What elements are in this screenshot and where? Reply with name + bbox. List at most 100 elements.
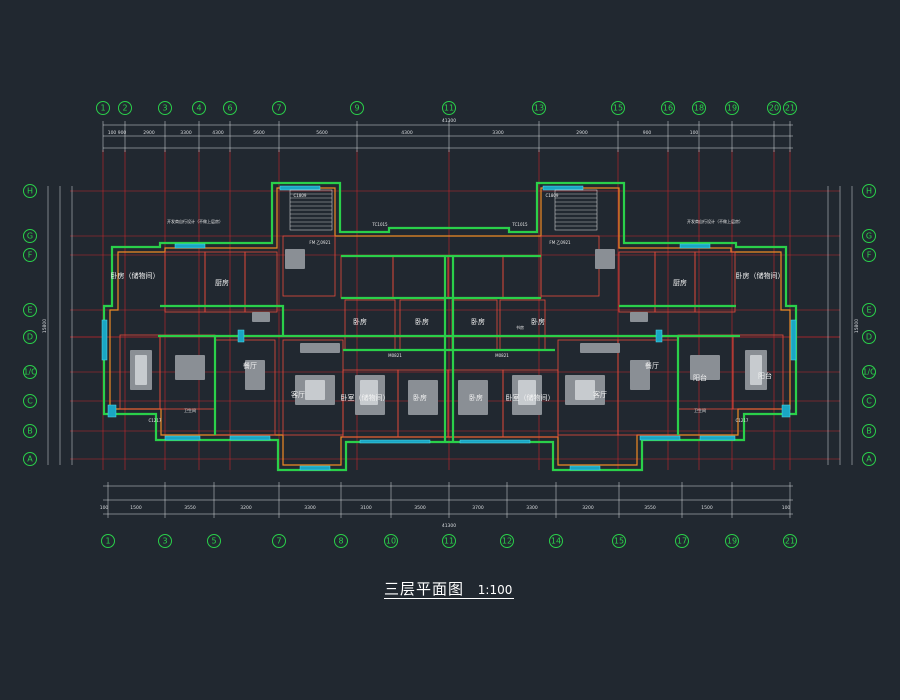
axis-top-11: 11 — [442, 101, 456, 115]
axis-left-H: H — [23, 184, 37, 198]
axis-bubble-circle — [23, 303, 37, 317]
room-label-living: 客厅 — [593, 390, 607, 399]
window — [699, 435, 736, 441]
axis-bubble-label: 1 — [100, 104, 105, 113]
furniture — [458, 380, 488, 415]
dimension-segment-bottom: 3550 — [644, 505, 656, 511]
dimension-total-right: 15800 — [854, 319, 860, 333]
window — [299, 465, 331, 471]
axis-bubble-circle — [862, 330, 876, 344]
tag-tc1015: TC1015 — [371, 222, 388, 227]
axis-bubble-label: 1/C — [23, 368, 37, 377]
axis-bubble-label: E — [27, 306, 32, 315]
axis-bubble-circle — [442, 534, 456, 548]
axis-bubble-circle — [767, 101, 781, 115]
axis-bottom-15: 15 — [612, 534, 626, 548]
axis-bubble-circle — [442, 101, 456, 115]
axis-top-20: 20 — [767, 101, 781, 115]
dimension-segment-bottom: 100 — [782, 505, 791, 511]
furniture-detail — [575, 380, 595, 400]
dimension-segment-top: 5600 — [253, 130, 265, 136]
interior-wall — [160, 304, 285, 336]
axis-bubble-label: 11 — [444, 104, 454, 113]
dimension-segment-bottom: 3550 — [184, 505, 196, 511]
axis-bubble-circle — [23, 394, 37, 408]
room-label-balcony: 阳台 — [758, 371, 772, 380]
dimension-segment-top: 2900 — [143, 130, 155, 136]
axis-top-18: 18 — [692, 101, 706, 115]
axis-bottom-10: 10 — [384, 534, 398, 548]
tag-tc1015: TC1015 — [511, 222, 528, 227]
axis-bubble-circle — [23, 248, 37, 262]
dimension-segment-bottom: 1500 — [701, 505, 713, 511]
dimension-segment-bottom: 3700 — [472, 505, 484, 511]
room-label-bath: 卫生间 — [694, 407, 706, 413]
furniture — [285, 249, 305, 269]
axis-bubble-circle — [23, 365, 37, 379]
axis-left-C: C — [23, 394, 37, 408]
axis-top-9: 9 — [350, 101, 364, 115]
axis-bubble-circle — [692, 101, 706, 115]
axis-bubble-circle — [549, 534, 563, 548]
axis-bubble-circle — [725, 534, 739, 548]
axis-bubble-circle — [532, 101, 546, 115]
axis-bubble-circle — [158, 101, 172, 115]
axis-top-7: 7 — [272, 101, 286, 115]
axis-bubble-circle — [783, 101, 797, 115]
axis-bubble-circle — [862, 452, 876, 466]
axis-bubble-label: C — [27, 397, 33, 406]
axis-bottom-11: 11 — [442, 534, 456, 548]
note-right: 开发商自行设计（不做上层房） — [687, 218, 743, 224]
axis-bubble-circle — [23, 452, 37, 466]
exterior-wall — [102, 181, 798, 472]
axis-bubble-label: 7 — [276, 104, 281, 113]
furniture — [630, 312, 648, 322]
dimension-segment-bottom: 1500 — [130, 505, 142, 511]
axis-bottom-1: 1 — [101, 534, 115, 548]
axis-right-F: F — [862, 248, 876, 262]
axis-bubble-circle — [350, 101, 364, 115]
axis-bubble-label: G — [27, 232, 33, 241]
window — [781, 404, 791, 418]
axis-bubble-label: 3 — [162, 537, 167, 546]
dimension-segment-top: 5600 — [316, 130, 328, 136]
furniture-detail — [750, 355, 762, 385]
axis-top-2: 2 — [118, 101, 132, 115]
window — [101, 319, 108, 361]
dimension-segment-bottom: 3500 — [414, 505, 426, 511]
room-labels: 卧房（储物间）卧房（储物间）厨房厨房餐厅餐厅客厅客厅卧室（储物间）卧室（储物间）… — [111, 193, 785, 423]
axis-bubble-label: 19 — [727, 537, 737, 546]
window — [237, 329, 245, 343]
axis-bottom-5: 5 — [207, 534, 221, 548]
axis-top-15: 15 — [611, 101, 625, 115]
dimension-segment-bottom: 3200 — [582, 505, 594, 511]
axis-bottom-19: 19 — [725, 534, 739, 548]
window — [359, 439, 431, 444]
room-label-dining: 餐厅 — [243, 361, 257, 370]
axis-right-A: A — [862, 452, 876, 466]
room-partition — [447, 255, 504, 299]
axis-right-1-C: 1/C — [862, 365, 876, 379]
axis-bubble-circle — [23, 424, 37, 438]
axis-right-C: C — [862, 394, 876, 408]
axis-bubble-label: 7 — [276, 537, 281, 546]
room-label-room: 卧房 — [415, 317, 429, 326]
dimension-segment-bottom: 3200 — [240, 505, 252, 511]
furniture-detail — [518, 380, 536, 405]
axis-left-1-C: 1/C — [23, 365, 37, 379]
furniture-detail — [135, 355, 147, 385]
dimension-segment-top: 3300 — [492, 130, 504, 136]
axis-top-1: 1 — [96, 101, 110, 115]
window — [569, 465, 601, 471]
axis-bubble-circle — [23, 330, 37, 344]
furniture — [580, 343, 620, 353]
axis-bubble-label: 9 — [354, 104, 359, 113]
axis-bubble-circle — [862, 365, 876, 379]
axis-bubble-circle — [862, 248, 876, 262]
dimension-segment-bottom: 3300 — [304, 505, 316, 511]
room-partition — [732, 334, 784, 410]
room-label-room: 卧房 — [531, 317, 545, 326]
room-label-kitchen: 厨房 — [673, 278, 687, 287]
